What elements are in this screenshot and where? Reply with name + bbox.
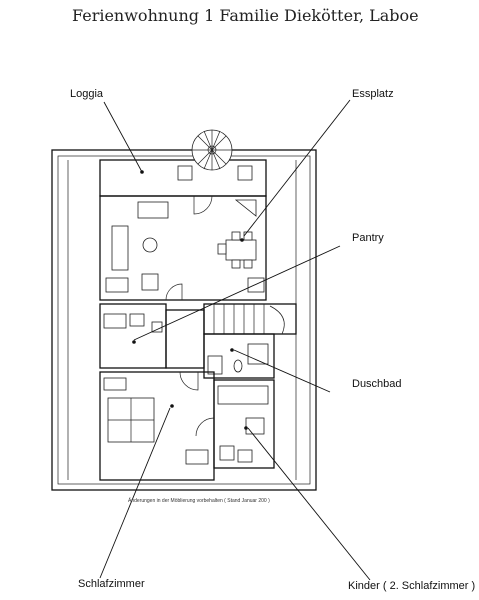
duschbad-dot — [230, 348, 234, 352]
dining-table — [225, 239, 257, 261]
hall-room — [165, 309, 205, 369]
dining-chair-3 — [231, 259, 241, 269]
loggia-chair-2 — [237, 165, 253, 181]
kids-bed — [217, 385, 269, 405]
living-room — [99, 195, 267, 301]
leader-duschbad — [233, 349, 331, 393]
sofa-top — [137, 201, 169, 219]
spiral-staircase — [191, 129, 233, 171]
essplatz-dot — [240, 238, 244, 242]
label-duschbad: Duschbad — [352, 378, 402, 390]
kids-room — [213, 379, 275, 469]
label-pantry: Pantry — [352, 232, 384, 244]
coffee-table — [142, 237, 158, 253]
kinder-dot — [244, 426, 248, 430]
dining-chair-5 — [217, 243, 227, 255]
outer-wall-inner — [57, 155, 311, 485]
washbasin — [207, 355, 223, 375]
toilet — [233, 359, 243, 373]
door-swing-hall — [165, 283, 183, 301]
outer-wall — [51, 149, 317, 491]
armchair — [141, 273, 159, 291]
leader-pantry — [133, 245, 341, 341]
door-swing-bedroom-2 — [195, 417, 215, 437]
small-room-chair — [151, 321, 163, 333]
bathroom — [203, 333, 275, 379]
furnishing-note: Änderungen in der Möblierung vorbehalten… — [128, 498, 270, 504]
page-title: Ferienwohnung 1 Familie Diekötter, Laboe — [72, 6, 419, 25]
kids-chair — [219, 445, 235, 461]
small-room-desk — [129, 313, 145, 327]
sofa-left — [111, 225, 129, 271]
label-loggia: Loggia — [70, 88, 104, 100]
loggia-chair-1 — [177, 165, 193, 181]
leader-kinder — [247, 427, 371, 581]
small-room-cabinet — [103, 313, 127, 329]
label-schlafzimmer: Schlafzimmer — [78, 578, 145, 590]
leader-schlafzimmer — [99, 407, 171, 579]
schlafzimmer-dot — [170, 404, 174, 408]
bedroom-wardrobe — [185, 449, 209, 465]
door-swing-living — [193, 195, 213, 215]
dining-chair-4 — [243, 259, 253, 269]
shower — [247, 343, 269, 365]
leader-loggia — [103, 101, 143, 173]
bedroom-nightstand — [103, 377, 127, 391]
small-room-dot — [132, 340, 136, 344]
staircase — [203, 303, 297, 335]
leader-essplatz — [243, 99, 351, 237]
kids-desk — [245, 417, 265, 435]
door-swing-bedroom — [179, 371, 199, 391]
label-kinder: Kinder ( 2. Schlafzimmer ) — [348, 580, 476, 592]
pantry-unit — [247, 277, 265, 293]
kids-stool — [237, 449, 253, 463]
label-essplatz: Essplatz — [352, 88, 394, 100]
corner-shelf — [234, 199, 257, 217]
cabinet — [105, 277, 129, 293]
dining-chair-2 — [243, 231, 253, 241]
dining-chair-1 — [231, 231, 241, 241]
